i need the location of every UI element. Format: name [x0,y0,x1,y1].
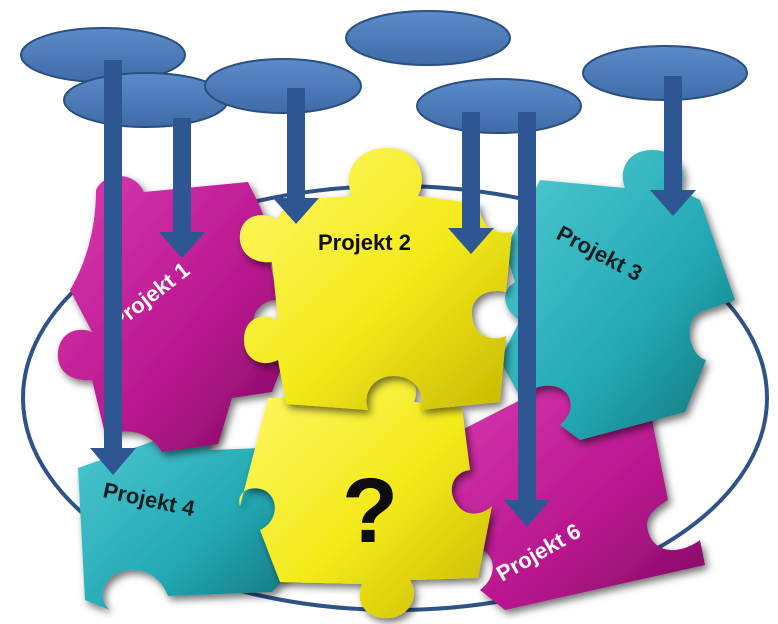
question-mark-label: ? [342,460,398,562]
puzzle-piece-projekt-6-shape [440,377,705,610]
puzzle-piece-projekt-2: Projekt 2 [239,147,512,410]
puzzle-piece-projekt-3: Projekt 3 [500,150,735,440]
arrow-oval1-to-projekt4 [90,60,136,475]
puzzle-piece-projekt-3-shape [500,150,735,440]
source-oval-5 [416,78,582,134]
puzzle-piece-question-shape [239,367,492,619]
arrow-oval5-to-projekt6 [504,112,550,527]
arrow-oval5-to-projekt2 [448,112,494,254]
source-ovals [20,10,748,134]
source-oval-4 [345,10,511,66]
puzzle-piece-projekt-4: Projekt 4 [78,404,306,610]
source-oval-3 [204,58,362,114]
projekt-2-label: Projekt 2 [318,230,411,255]
puzzle-piece-projekt-6: Projekt 6 [440,377,705,610]
puzzle-piece-projekt-2-shape [239,147,512,410]
arrow-oval2-to-projekt1 [159,118,205,258]
puzzle-piece-projekt-4-shape [78,404,306,610]
arrow-oval6-to-projekt3 [650,76,696,216]
arrow-oval3-to-projekt2 [273,88,319,224]
connector-arrows [90,60,696,527]
puzzle-piece-question: ? [239,367,492,619]
source-oval-2 [63,72,229,128]
